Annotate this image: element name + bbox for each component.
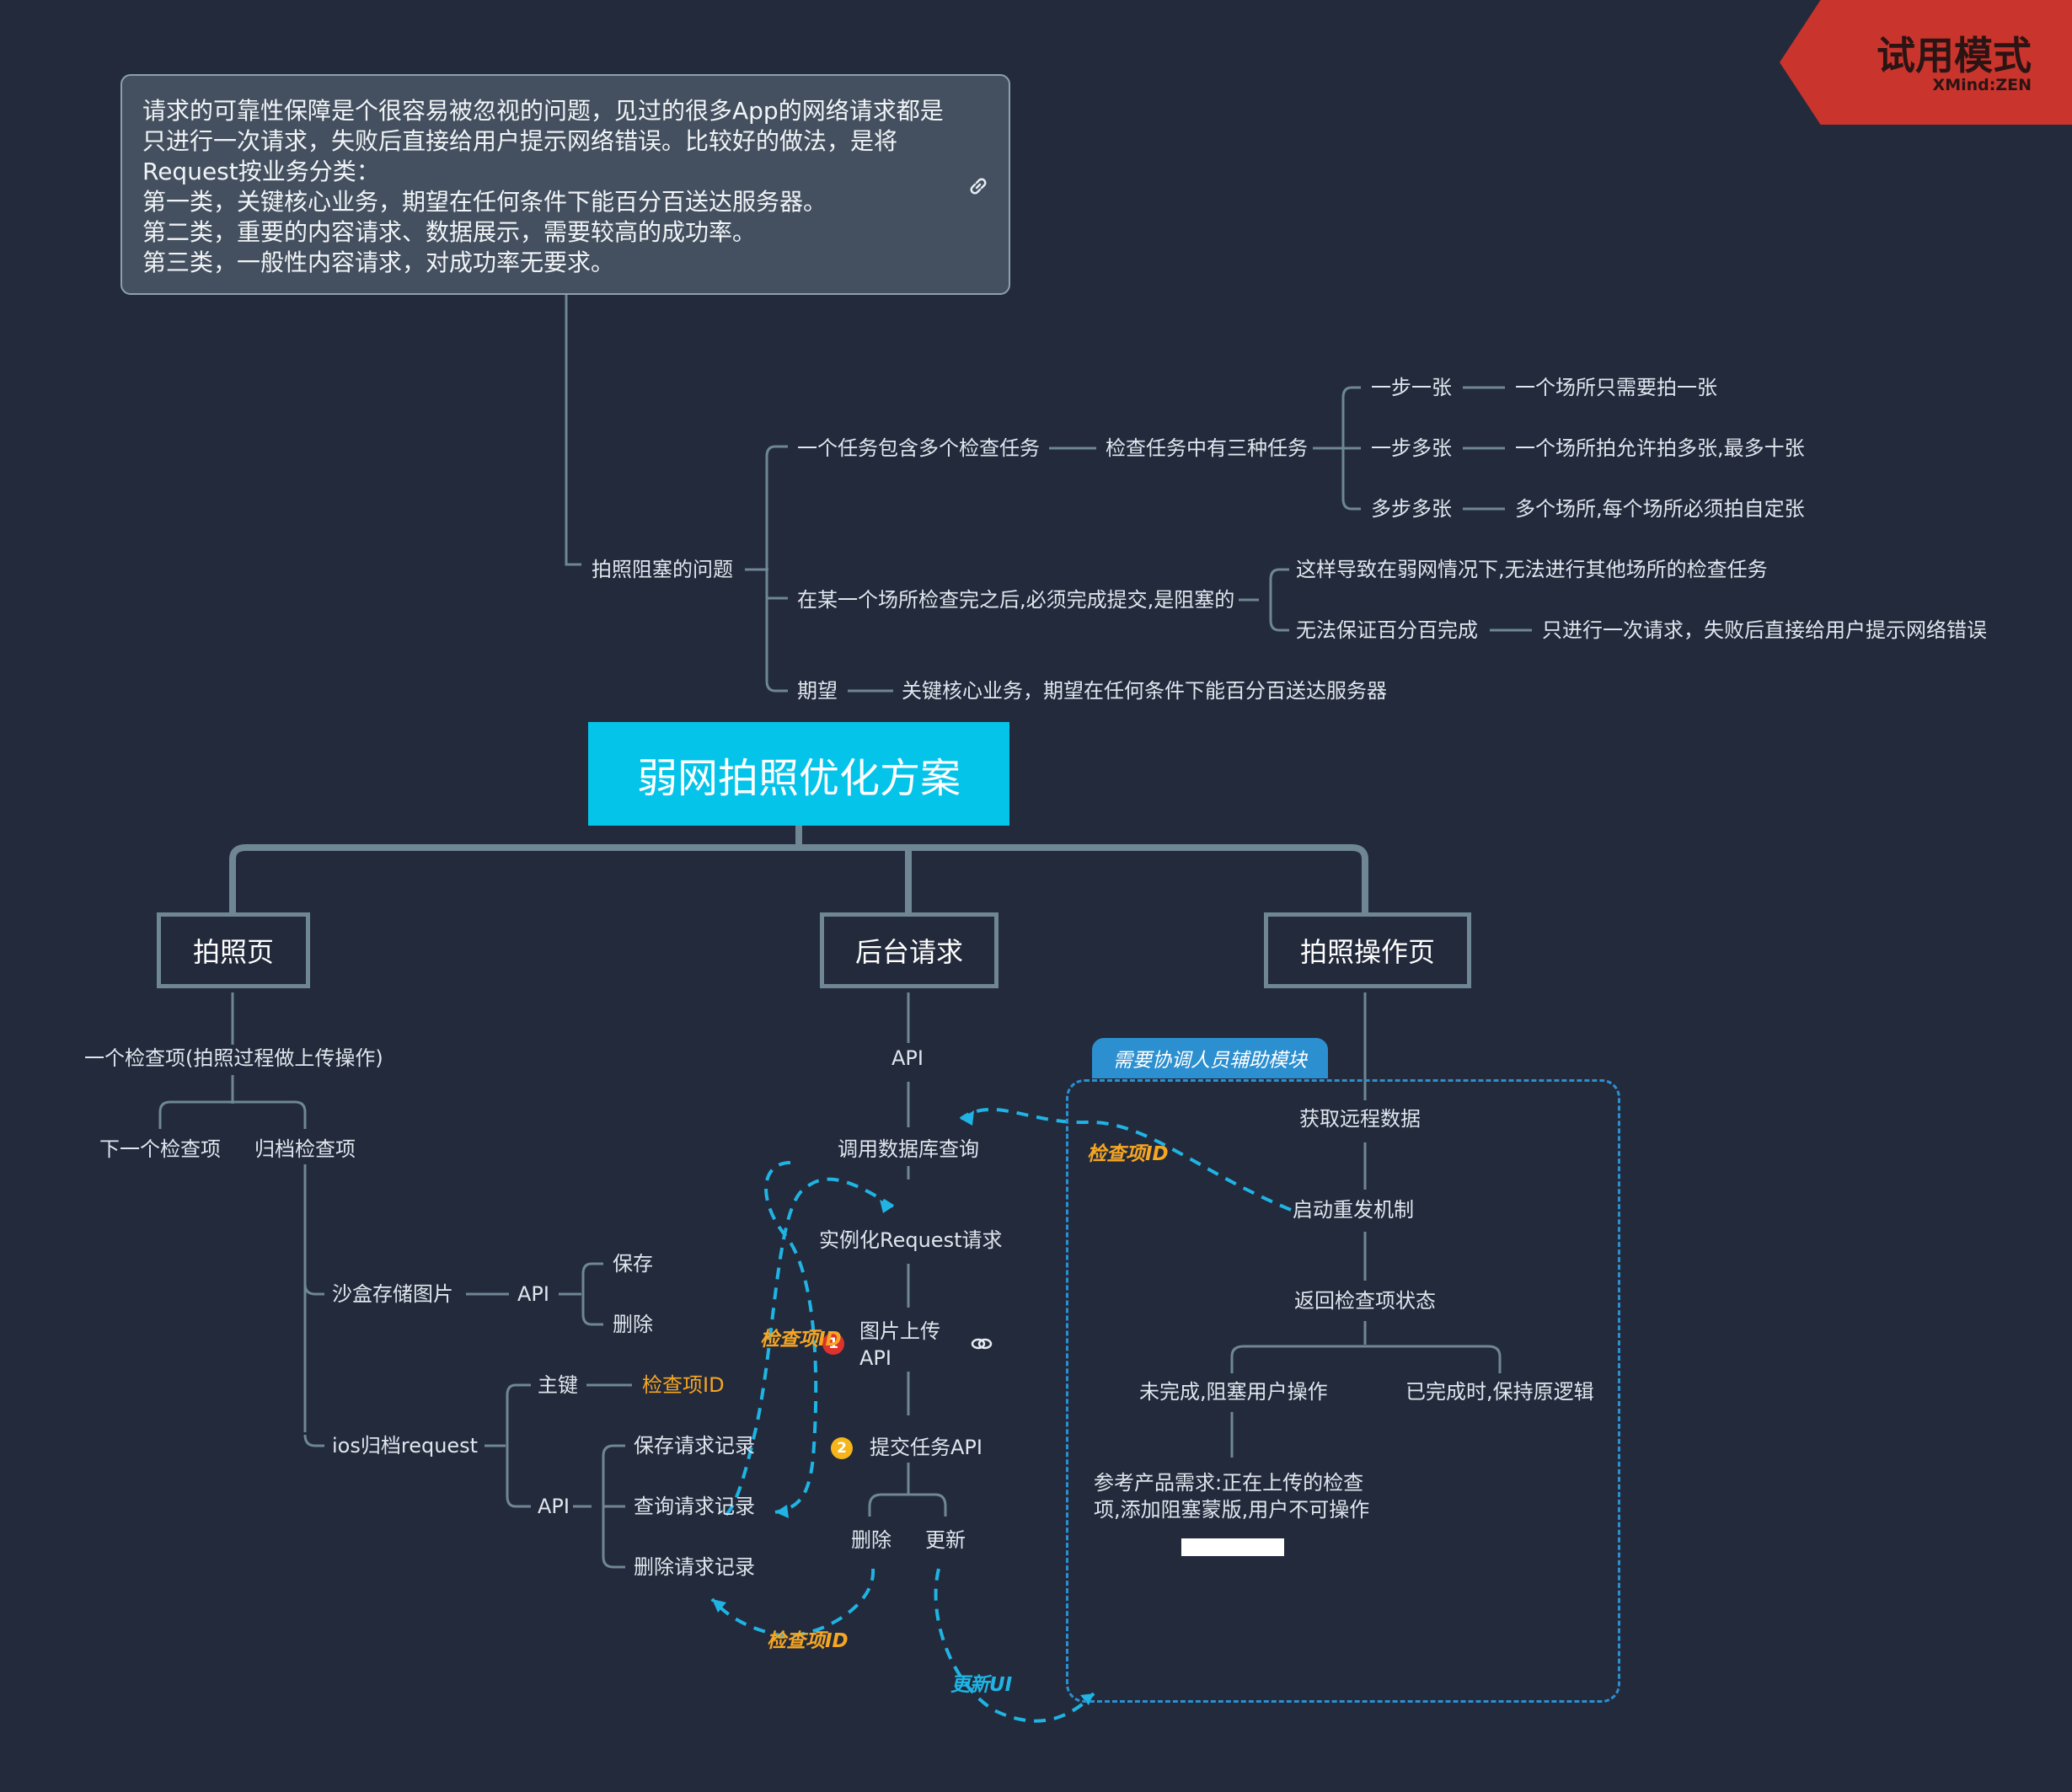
topic-delete[interactable]: 删除 xyxy=(613,1313,653,1336)
link-icon[interactable] xyxy=(969,1331,994,1356)
note-line: Request按业务分类： xyxy=(142,158,380,185)
priority-1-icon: 1 xyxy=(822,1333,844,1355)
topic-one-step-many[interactable]: 一步多张 xyxy=(1371,436,1452,460)
topic-no-guarantee-desc[interactable]: 只进行一次请求，失败后直接给用户提示网络错误 xyxy=(1542,618,1987,642)
boundary-label[interactable]: 需要协调人员辅助模块 xyxy=(1092,1038,1328,1078)
topic-three-types[interactable]: 检查任务中有三种任务 xyxy=(1106,436,1308,460)
topic-save[interactable]: 保存 xyxy=(613,1252,653,1276)
topic-image-upload-api[interactable]: API xyxy=(859,1346,891,1370)
topic-ios-archive[interactable]: ios归档request xyxy=(332,1434,479,1458)
branch-backend-request[interactable]: 后台请求 xyxy=(820,912,999,988)
topic-instantiate-request[interactable]: 实例化Request请求 xyxy=(819,1228,1003,1252)
topic-one-step-one-desc[interactable]: 一个场所只需要拍一张 xyxy=(1515,376,1717,399)
topic-retry-mechanism[interactable]: 启动重发机制 xyxy=(1293,1198,1414,1222)
topic-fetch-remote[interactable]: 获取远程数据 xyxy=(1299,1107,1421,1131)
note-line: 第三类，一般性内容请求，对成功率无要求。 xyxy=(142,249,615,276)
topic-sandbox-api[interactable]: API xyxy=(517,1282,549,1306)
topic-next-item[interactable]: 下一个检查项 xyxy=(99,1137,221,1161)
topic-expect[interactable]: 期望 xyxy=(797,679,838,703)
topic-delete-record[interactable]: 删除请求记录 xyxy=(634,1555,755,1579)
topic-archive-item[interactable]: 归档检查项 xyxy=(254,1137,356,1161)
topic-many-step-many-desc[interactable]: 多个场所,每个场所必须拍自定张 xyxy=(1515,497,1805,521)
note-line: 第二类，重要的内容请求、数据展示，需要较高的成功率。 xyxy=(142,218,757,246)
note-line: 第一类，关键核心业务，期望在任何条件下能百分百送达服务器。 xyxy=(142,188,827,216)
topic-save-record[interactable]: 保存请求记录 xyxy=(634,1434,755,1458)
central-topic[interactable]: 弱网拍照优化方案 xyxy=(588,722,1009,826)
note-line: 请求的可靠性保障是个很容易被忽视的问题，见过的很多App的网络请求都是 xyxy=(142,97,944,125)
topic-no-guarantee[interactable]: 无法保证百分百完成 xyxy=(1296,618,1478,642)
brand-logo: XMind:ZEN xyxy=(1932,76,2032,94)
branch-photo-operate-page[interactable]: 拍照操作页 xyxy=(1264,912,1471,988)
link-icon[interactable] xyxy=(966,174,991,199)
relation-label[interactable]: 更新UI xyxy=(950,1674,1013,1696)
topic-sandbox[interactable]: 沙盒存储图片 xyxy=(332,1282,453,1306)
topic-weak-network[interactable]: 这样导致在弱网情况下,无法进行其他场所的检查任务 xyxy=(1296,558,1768,581)
topic-backend-update[interactable]: 更新 xyxy=(925,1528,966,1552)
note-box[interactable]: 请求的可靠性保障是个很容易被忽视的问题，见过的很多App的网络请求都是 只进行一… xyxy=(120,74,1010,295)
topic-primary-key[interactable]: 主键 xyxy=(538,1373,578,1397)
branch-photo-page[interactable]: 拍照页 xyxy=(157,912,310,988)
topic-reference-line1[interactable]: 参考产品需求:正在上传的检查 xyxy=(1094,1471,1364,1495)
topic-check-item[interactable]: 一个检查项(拍照过程做上传操作) xyxy=(84,1046,383,1070)
topic-blocking-submit[interactable]: 在某一个场所检查完之后,必须完成提交,是阻塞的 xyxy=(797,588,1235,612)
topic-db-query[interactable]: 调用数据库查询 xyxy=(838,1137,979,1161)
relation-label[interactable]: 检查项ID xyxy=(1087,1143,1169,1165)
relation-label[interactable]: 检查项ID xyxy=(767,1630,849,1652)
topic-image-upload[interactable]: 图片上传 xyxy=(859,1319,940,1343)
topic-reference-line2[interactable]: 项,添加阻塞蒙版,用户不可操作 xyxy=(1094,1498,1370,1522)
topic-one-step-many-desc[interactable]: 一个场所拍允许拍多张,最多十张 xyxy=(1515,436,1805,460)
note-line: 只进行一次请求，失败后直接给用户提示网络错误。比较好的做法，是将 xyxy=(142,127,898,155)
topic-many-step-many[interactable]: 多步多张 xyxy=(1371,497,1452,521)
topic-incomplete[interactable]: 未完成,阻塞用户操作 xyxy=(1139,1380,1328,1404)
topic-complete[interactable]: 已完成时,保持原逻辑 xyxy=(1405,1380,1594,1404)
trial-mode-title: 试用模式 xyxy=(1877,33,2032,78)
topic-one-step-one[interactable]: 一步一张 xyxy=(1371,376,1452,399)
topic-return-status[interactable]: 返回检查项状态 xyxy=(1294,1289,1436,1313)
topic-backend-api[interactable]: API xyxy=(891,1046,924,1070)
topic-submit-task-api[interactable]: 提交任务API xyxy=(870,1436,982,1459)
boundary-box[interactable] xyxy=(1066,1079,1620,1703)
reference-thumbnail-image[interactable] xyxy=(1181,1538,1284,1556)
trial-mode-badge: 试用模式 XMind:ZEN xyxy=(1780,0,2072,125)
priority-2-icon: 2 xyxy=(831,1437,853,1459)
topic-primary-key-value[interactable]: 检查项ID xyxy=(642,1373,725,1397)
topic-backend-delete[interactable]: 删除 xyxy=(851,1528,891,1552)
topic-multi-task[interactable]: 一个任务包含多个检查任务 xyxy=(797,436,1040,460)
topic-ios-api[interactable]: API xyxy=(538,1495,570,1518)
relation-label[interactable]: 检查项ID xyxy=(760,1329,842,1351)
topic-query-record[interactable]: 查询请求记录 xyxy=(634,1495,755,1518)
topic-expect-desc[interactable]: 关键核心业务，期望在任何条件下能百分百送达服务器 xyxy=(902,679,1387,703)
problem-topic[interactable]: 拍照阻塞的问题 xyxy=(592,558,733,581)
